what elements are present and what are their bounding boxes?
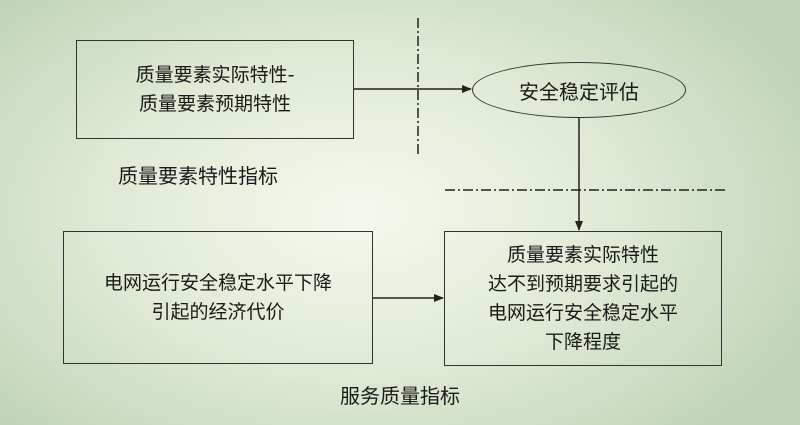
caption-characteristic-index: 质量要素特性指标 [118, 164, 278, 188]
security-assessment-ellipse: 安全稳定评估 [472, 62, 686, 118]
security-level-decline-box: 质量要素实际特性 达不到预期要求引起的 电网运行安全稳定水平 下降程度 [444, 231, 722, 366]
economic-cost-box: 电网运行安全稳定水平下降 引起的经济代价 [63, 231, 373, 364]
quality-characteristic-text: 质量要素实际特性- 质量要素预期特性 [135, 63, 295, 115]
economic-cost-text: 电网运行安全稳定水平下降 引起的经济代价 [103, 271, 332, 323]
caption-service-quality-index: 服务质量指标 [340, 384, 460, 408]
security-level-decline-text: 质量要素实际特性 达不到预期要求引起的 电网运行安全稳定水平 下降程度 [487, 243, 678, 353]
security-assessment-text: 安全稳定评估 [519, 79, 639, 104]
quality-characteristic-box: 质量要素实际特性- 质量要素预期特性 [76, 40, 354, 139]
